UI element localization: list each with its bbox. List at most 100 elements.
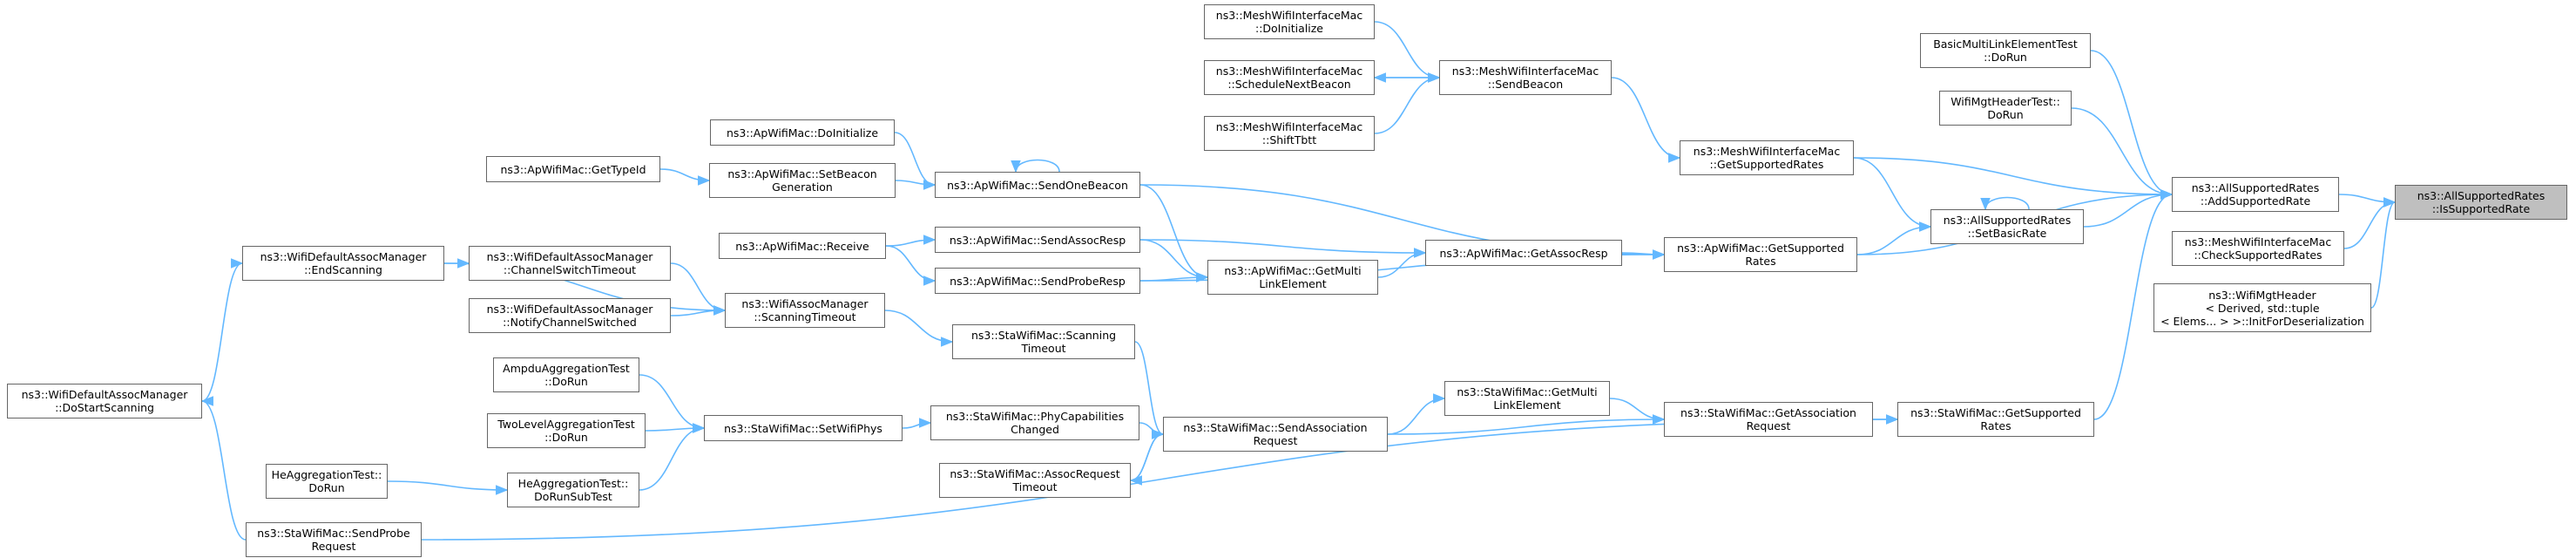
graph-edge (895, 180, 936, 190)
graph-edge (902, 418, 932, 429)
graph-node-default-channel-switch-timeout[interactable]: ns3::WifiDefaultAssocManager::ChannelSwi… (469, 246, 671, 281)
graph-node-label-line: ns3::ApWifiMac::SendAssocResp (949, 233, 1126, 247)
graph-edge (639, 374, 706, 433)
graph-node-basic-multi-link[interactable]: BasicMultiLinkElementTest::DoRun (1920, 33, 2091, 68)
graph-node-wifi-assoc-manager-scanning-timeout[interactable]: ns3::WifiAssocManager::ScanningTimeout (725, 293, 885, 328)
graph-node-label-line: ns3::MeshWifiInterfaceMac (1215, 120, 1363, 133)
graph-node-label-line: ::ChannelSwitchTimeout (503, 263, 637, 276)
graph-edge (1980, 196, 2030, 211)
graph-node-label-line: ns3::StaWifiMac::SendProbe (257, 527, 410, 540)
graph-node-ampdu-aggregation-test[interactable]: AmpduAggregationTest::DoRun (493, 357, 639, 392)
graph-node-label-line: ::DoStartScanning (55, 401, 154, 414)
graph-node-label-line: LinkElement (1493, 398, 1561, 412)
graph-edge (670, 305, 727, 316)
graph-node-mesh-do-initialize[interactable]: ns3::MeshWifiInterfaceMac::DoInitialize (1204, 4, 1375, 39)
graph-node-label-line: ns3::ApWifiMac::DoInitialize (726, 126, 879, 140)
graph-node-label-line: ns3::StaWifiMac::SendAssociation (1183, 421, 1368, 434)
graph-node-label-line: ns3::StaWifiMac::GetSupported (1910, 406, 2081, 419)
graph-node-ap-do-initialize[interactable]: ns3::ApWifiMac::DoInitialize (710, 119, 895, 146)
graph-node-label-line: ns3::StaWifiMac::Scanning (970, 329, 1117, 342)
graph-node-mesh-send-beacon[interactable]: ns3::MeshWifiInterfaceMac::SendBeacon (1439, 60, 1612, 95)
graph-node-label-line: ns3::ApWifiMac::GetMulti (1224, 264, 1362, 277)
graph-node-label-line: Request (311, 540, 356, 553)
graph-node-label-line: BasicMultiLinkElementTest (1933, 37, 2078, 51)
graph-node-two-level-aggregation-test[interactable]: TwoLevelAggregationTest::DoRun (487, 413, 646, 448)
graph-node-mesh-schedule-next-beacon[interactable]: ns3::MeshWifiInterfaceMac::ScheduleNextB… (1204, 60, 1375, 95)
graph-edge (2338, 194, 2397, 208)
graph-node-label-line: HeAggregationTest:: (271, 468, 382, 481)
graph-node-label-line: Rates (1980, 419, 2011, 432)
graph-node-default-do-start-scanning[interactable]: ns3::WifiDefaultAssocManager::DoStartSca… (7, 384, 202, 418)
graph-node-label-line: Request (1253, 434, 1298, 447)
graph-node-label-line: ns3::WifiDefaultAssocManager (486, 303, 653, 316)
graph-node-he-aggregation-test-do-run[interactable]: HeAggregationTest::DoRun (266, 464, 388, 499)
graph-node-label-line: < Derived, std::tuple (2205, 301, 2320, 315)
graph-edge (2370, 197, 2397, 309)
graph-node-mesh-shift-tbtt[interactable]: ns3::MeshWifiInterfaceMac::ShiftTbtt (1204, 116, 1375, 151)
graph-node-init-for-deser[interactable]: ns3::WifiMgtHeader< Derived, std::tuple<… (2153, 283, 2371, 332)
graph-edge (201, 258, 244, 402)
graph-node-label-line: ::DoRun (544, 431, 588, 444)
graph-node-label-line: DoRun (1987, 108, 2024, 121)
graph-node-label-line: ns3::MeshWifiInterfaceMac (2184, 235, 2332, 248)
graph-node-ap-get-assoc-resp[interactable]: ns3::ApWifiMac::GetAssocResp (1425, 240, 1622, 266)
graph-node-label-line: < Elems... > >::InitForDeserialization (2160, 314, 2364, 328)
graph-node-default-notify-channel-switched[interactable]: ns3::WifiDefaultAssocManager::NotifyChan… (469, 298, 671, 333)
graph-node-ap-send-one-beacon[interactable]: ns3::ApWifiMac::SendOneBeacon (935, 172, 1140, 198)
graph-edge (2090, 50, 2174, 200)
graph-node-default-end-scanning[interactable]: ns3::WifiDefaultAssocManager::EndScannin… (242, 246, 444, 281)
graph-edge (670, 262, 727, 316)
graph-edge (659, 168, 711, 186)
graph-node-label-line: ns3::StaWifiMac::GetAssociation (1680, 406, 1856, 419)
graph-node-ap-receive[interactable]: ns3::ApWifiMac::Receive (719, 233, 886, 259)
graph-edge (200, 396, 247, 541)
graph-node-sta-set-wifi-phys[interactable]: ns3::StaWifiMac::SetWifiPhys (704, 415, 903, 441)
graph-node-label-line: DoRunSubTest (534, 490, 612, 503)
graph-node-wifi-mgt-header-test[interactable]: WifiMgtHeaderTest::DoRun (1939, 91, 2072, 126)
graph-node-label-line: Generation (772, 180, 833, 194)
graph-edge (2083, 189, 2174, 228)
graph-node-label-line: ns3::MeshWifiInterfaceMac (1693, 145, 1841, 158)
graph-edge (1387, 414, 1666, 435)
graph-node-label-line: ::SendBeacon (1487, 78, 1564, 91)
graph-node-add-supported-rate[interactable]: ns3::AllSupportedRates::AddSupportedRate (2172, 177, 2339, 212)
graph-edge (1011, 159, 1060, 174)
graph-node-label-line: DoRun (308, 481, 345, 494)
graph-node-set-basic-rate[interactable]: ns3::AllSupportedRates::SetBasicRate (1930, 209, 2084, 244)
graph-node-label-line: ns3::StaWifiMac::GetMulti (1457, 385, 1598, 398)
graph-node-label-line: ns3::WifiAssocManager (741, 297, 869, 310)
graph-node-label-line: ns3::MeshWifiInterfaceMac (1451, 65, 1599, 78)
graph-node-label-line: LinkElement (1259, 277, 1327, 290)
graph-node-label-line: ::EndScanning (304, 263, 382, 276)
graph-node-label-line: ::CheckSupportedRates (2194, 248, 2322, 262)
graph-edge (1139, 272, 1209, 282)
graph-node-label-line: ns3::AllSupportedRates (2417, 189, 2546, 202)
graph-node-he-aggregation-test-sub-test[interactable]: HeAggregationTest::DoRunSubTest (507, 473, 639, 507)
graph-edge (1856, 221, 1932, 255)
graph-node-ap-send-assoc-resp[interactable]: ns3::ApWifiMac::SendAssocResp (935, 227, 1140, 253)
graph-node-ap-send-probe-resp[interactable]: ns3::ApWifiMac::SendProbeResp (935, 268, 1140, 294)
graph-node-label-line: ns3::ApWifiMac::SendProbeResp (950, 274, 1126, 288)
graph-node-ap-get-type-id[interactable]: ns3::ApWifiMac::GetTypeId (486, 156, 660, 182)
graph-edge (1611, 77, 1681, 163)
graph-node-label-line: Changed (1011, 423, 1059, 436)
graph-edge (639, 423, 706, 491)
graph-edge (2093, 189, 2174, 420)
graph-edge (1374, 72, 1441, 134)
graph-node-label-line: ::NotifyChannelSwitched (503, 316, 637, 329)
graph-node-check-supported-rates[interactable]: ns3::MeshWifiInterfaceMac::CheckSupporte… (2172, 231, 2344, 266)
graph-node-mesh-get-supported-rates[interactable]: ns3::MeshWifiInterfaceMac::GetSupportedR… (1680, 140, 1854, 175)
graph-edge (1853, 157, 2174, 200)
graph-node-label-line: ::IsSupportedRate (2431, 202, 2531, 215)
